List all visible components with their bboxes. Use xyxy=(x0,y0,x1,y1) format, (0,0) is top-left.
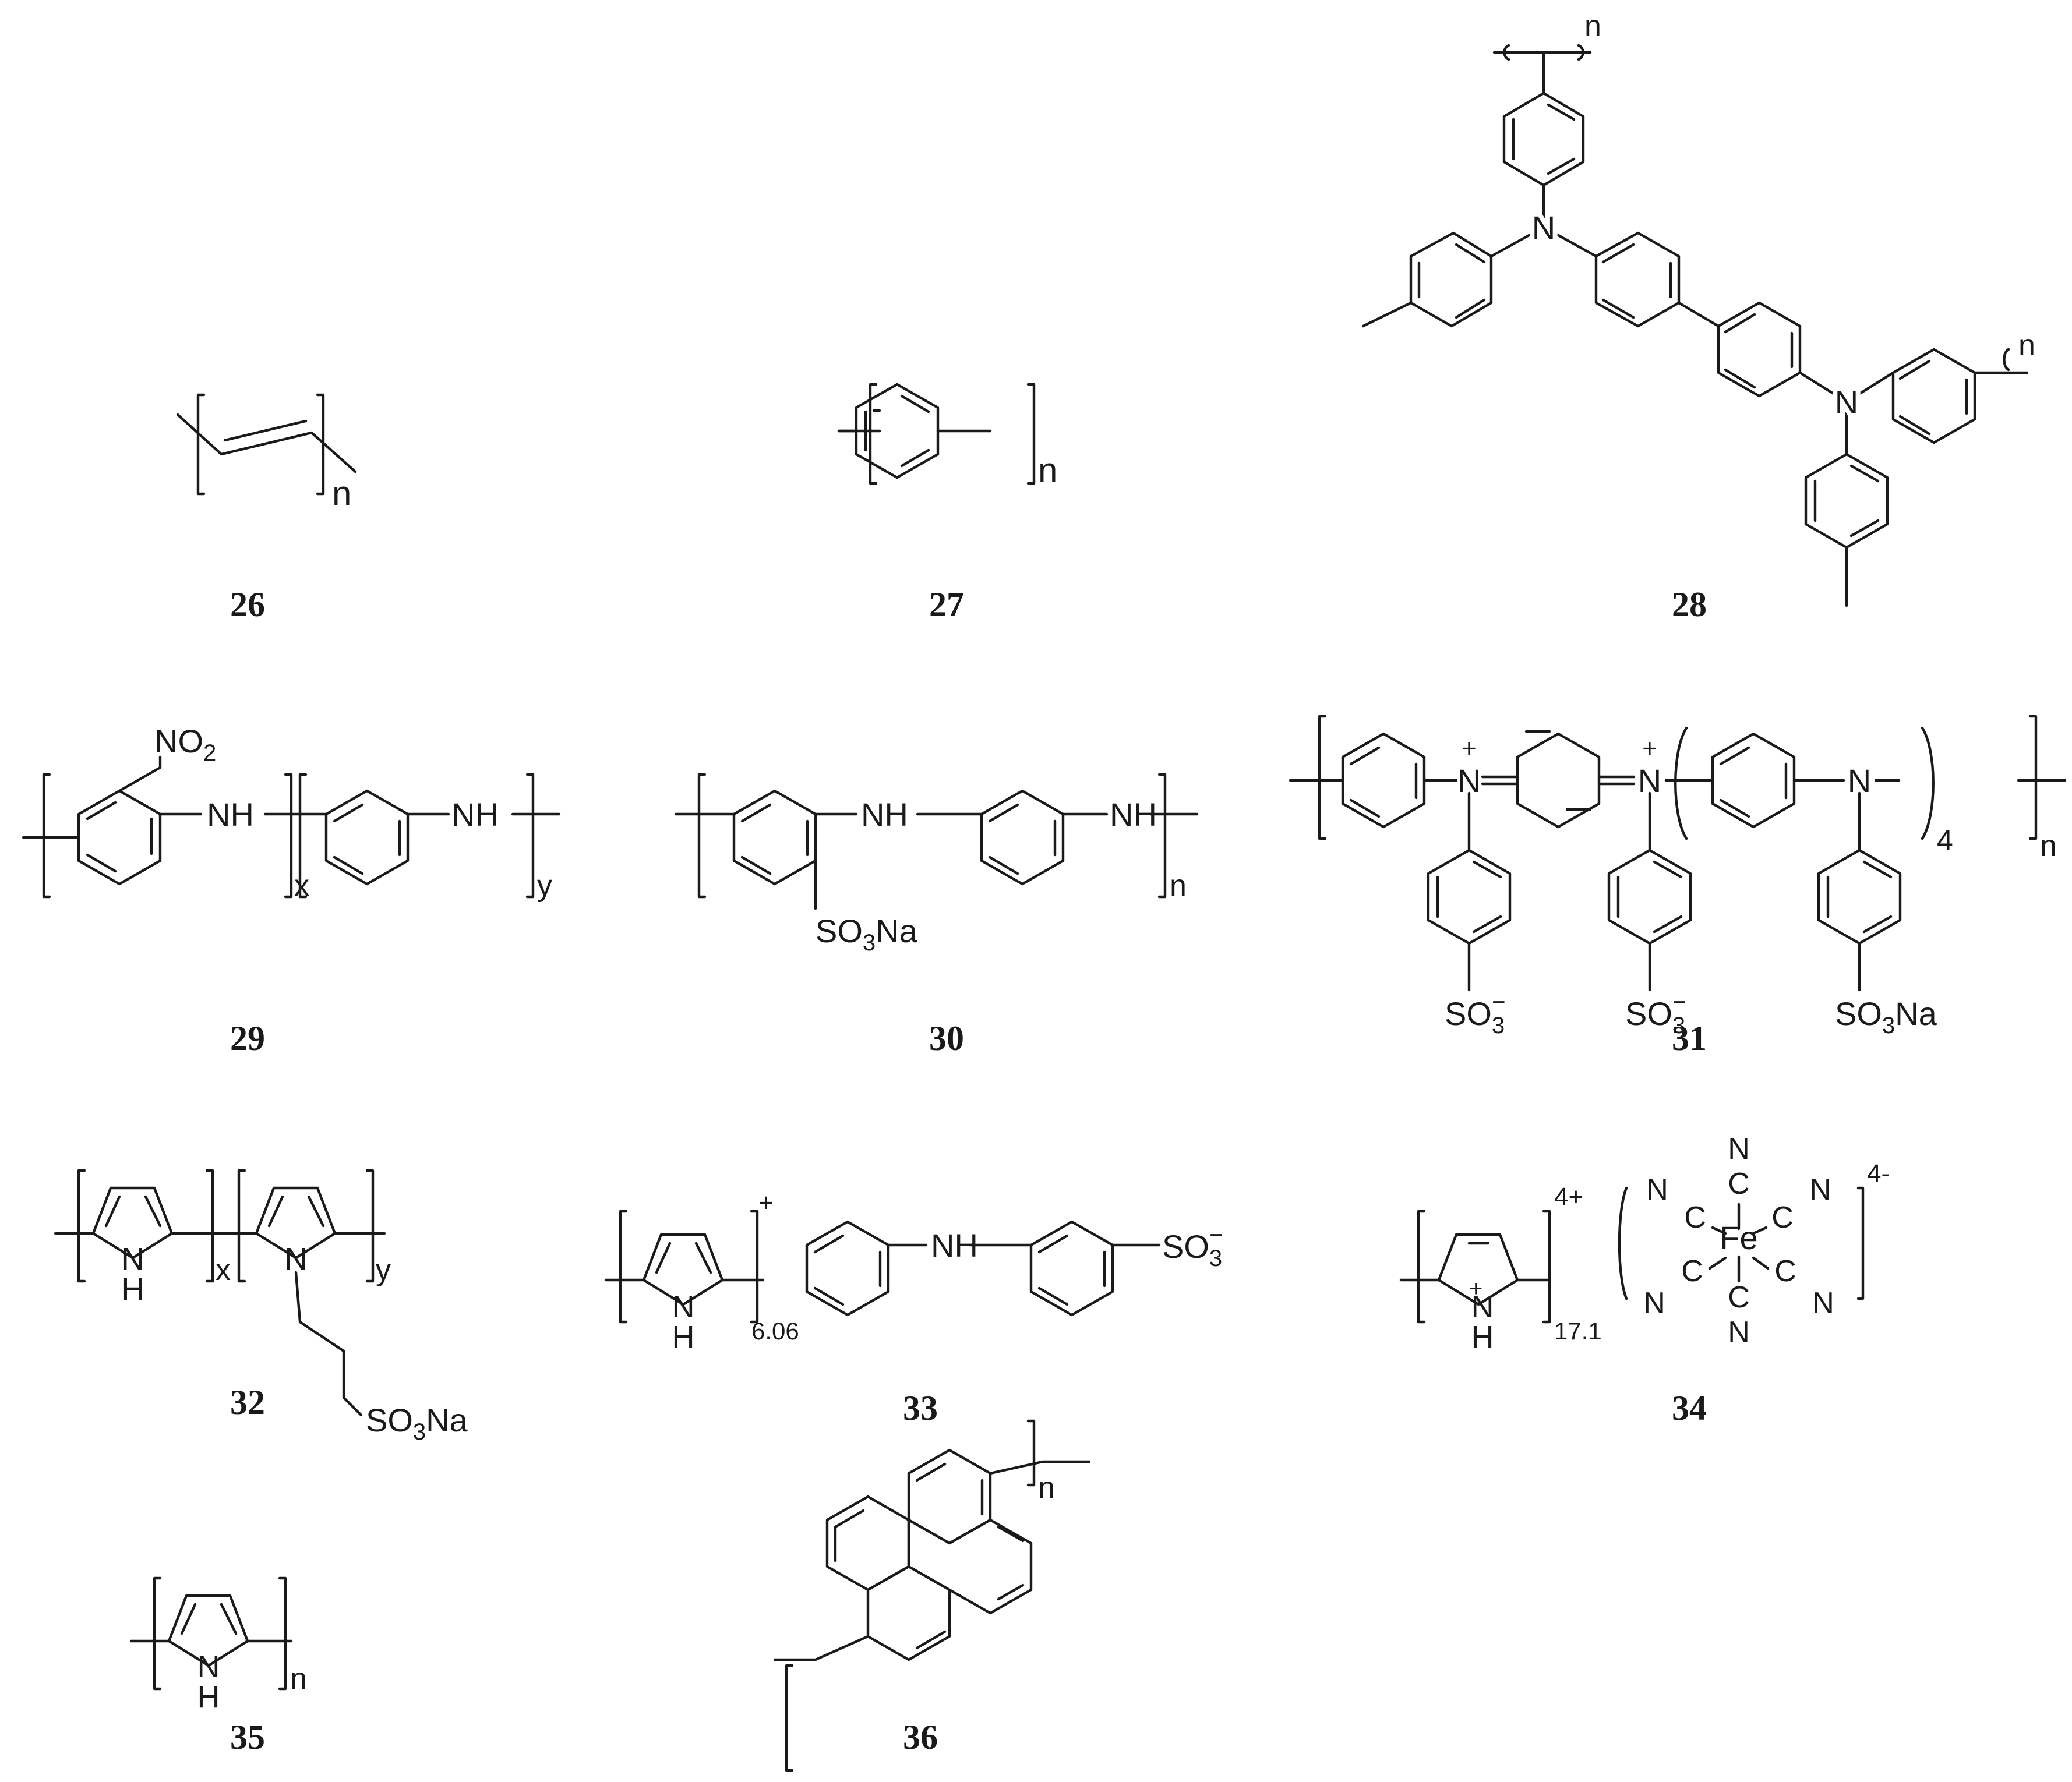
structure-30-n: n xyxy=(1170,869,1187,903)
structure-34-charge2: 4- xyxy=(1867,1159,1890,1188)
structure-34-c-ll: C xyxy=(1681,1254,1703,1288)
structure-34-n-ll: N xyxy=(1643,1286,1665,1320)
structure-27-number: 27 xyxy=(929,585,964,624)
structure-30-number: 30 xyxy=(929,1019,964,1058)
structure-31-N2: N xyxy=(1638,762,1661,799)
structure-29-y: y xyxy=(537,869,552,903)
structure-31-n: n xyxy=(2040,829,2057,863)
structure-32-number: 32 xyxy=(230,1383,265,1422)
structure-31-N1: N xyxy=(1457,762,1481,799)
structure-34-n-bottom: N xyxy=(1728,1316,1750,1349)
structure-32-h: H xyxy=(122,1272,144,1307)
structure-33-plus: + xyxy=(758,1189,774,1217)
structure-34-h: H xyxy=(1471,1320,1494,1355)
structure-26-n: n xyxy=(332,474,351,513)
structure-27-n: n xyxy=(1038,451,1057,490)
structure-34-plus: + xyxy=(1469,1276,1482,1302)
structure-34-n-ur: N xyxy=(1809,1173,1831,1207)
structure-31 xyxy=(1289,715,2067,992)
structure-35-h: H xyxy=(197,1680,220,1714)
structure-28-N2: N xyxy=(1835,384,1858,420)
structure-29-nh2: NH xyxy=(451,796,499,833)
structure-36-n: n xyxy=(1038,1471,1055,1505)
structure-34-c-top: C xyxy=(1728,1167,1750,1201)
structure-34-c-bottom: C xyxy=(1728,1281,1750,1314)
structure-28-n-right: n xyxy=(2018,328,2035,362)
structure-30-so3na: SO3Na xyxy=(816,913,918,956)
structure-36 xyxy=(773,1419,1091,1772)
structure-31-N3: N xyxy=(1848,762,1871,799)
structure-33-so3: SO3− xyxy=(1162,1222,1223,1271)
structure-33-nh2: NH xyxy=(931,1227,978,1264)
structure-32-x: x xyxy=(216,1253,231,1287)
structure-31-number: 31 xyxy=(1672,1019,1707,1058)
structure-31-so3b: SO3− xyxy=(1625,989,1686,1038)
structure-33-number: 33 xyxy=(903,1389,938,1427)
structure-35-n: n xyxy=(290,1662,307,1696)
structure-36-number: 36 xyxy=(903,1718,938,1756)
structure-29-nh1: NH xyxy=(207,796,254,833)
structure-29-no2: NO2 xyxy=(154,723,216,766)
structure-27 xyxy=(837,383,1036,485)
structure-32-nh: N xyxy=(122,1242,144,1277)
structure-31-so3a: SO3− xyxy=(1445,989,1506,1038)
structure-33-h: H xyxy=(672,1320,695,1355)
structure-34-charge: 4+ xyxy=(1554,1183,1583,1211)
structure-31-plus2: + xyxy=(1642,734,1657,763)
structure-32-y: y xyxy=(376,1253,391,1287)
structure-30-nh1: NH xyxy=(861,796,908,833)
structure-34-sub: 17.1 xyxy=(1554,1317,1602,1345)
structure-35-number: 35 xyxy=(230,1718,265,1756)
structure-34-n-top: N xyxy=(1728,1132,1750,1166)
structure-34 xyxy=(1399,1186,1865,1324)
structure-31-plus1: + xyxy=(1462,734,1477,763)
structure-34-nh: N xyxy=(1471,1289,1494,1324)
structure-34-c-ul: C xyxy=(1684,1201,1706,1235)
structure-31-four: 4 xyxy=(1937,824,1953,857)
structure-34-n-ul: N xyxy=(1646,1173,1668,1207)
structure-33-sub: 6.06 xyxy=(751,1317,799,1345)
structure-32 xyxy=(54,1169,386,1417)
structure-30-nh2: NH xyxy=(1110,796,1157,833)
structure-28-n-top: n xyxy=(1584,9,1601,43)
structure-26-number: 26 xyxy=(230,585,265,624)
structure-28-number: 28 xyxy=(1672,585,1707,624)
structure-33-nh: N xyxy=(672,1289,695,1324)
structure-30 xyxy=(674,773,1199,910)
structure-29 xyxy=(22,755,561,899)
structure-32-so3na: SO3Na xyxy=(366,1402,468,1445)
structure-26 xyxy=(176,393,357,496)
structure-33 xyxy=(604,1210,1161,1324)
structure-29-number: 29 xyxy=(230,1019,265,1058)
structure-35 xyxy=(129,1576,293,1691)
structure-31-so3c: SO3Na xyxy=(1835,995,1937,1038)
structure-34-fe: Fe xyxy=(1720,1219,1757,1256)
structure-34-c-lr: C xyxy=(1774,1254,1796,1288)
structure-32-n2: N xyxy=(285,1242,308,1277)
structure-29-x: x xyxy=(294,869,309,903)
structure-28-N1: N xyxy=(1532,209,1555,246)
structure-34-n-lr: N xyxy=(1812,1286,1834,1320)
structure-35-nh: N xyxy=(197,1649,220,1684)
structure-34-c-ur: C xyxy=(1771,1201,1794,1235)
structure-34-number: 34 xyxy=(1672,1389,1707,1427)
structure-28 xyxy=(1361,44,2029,607)
